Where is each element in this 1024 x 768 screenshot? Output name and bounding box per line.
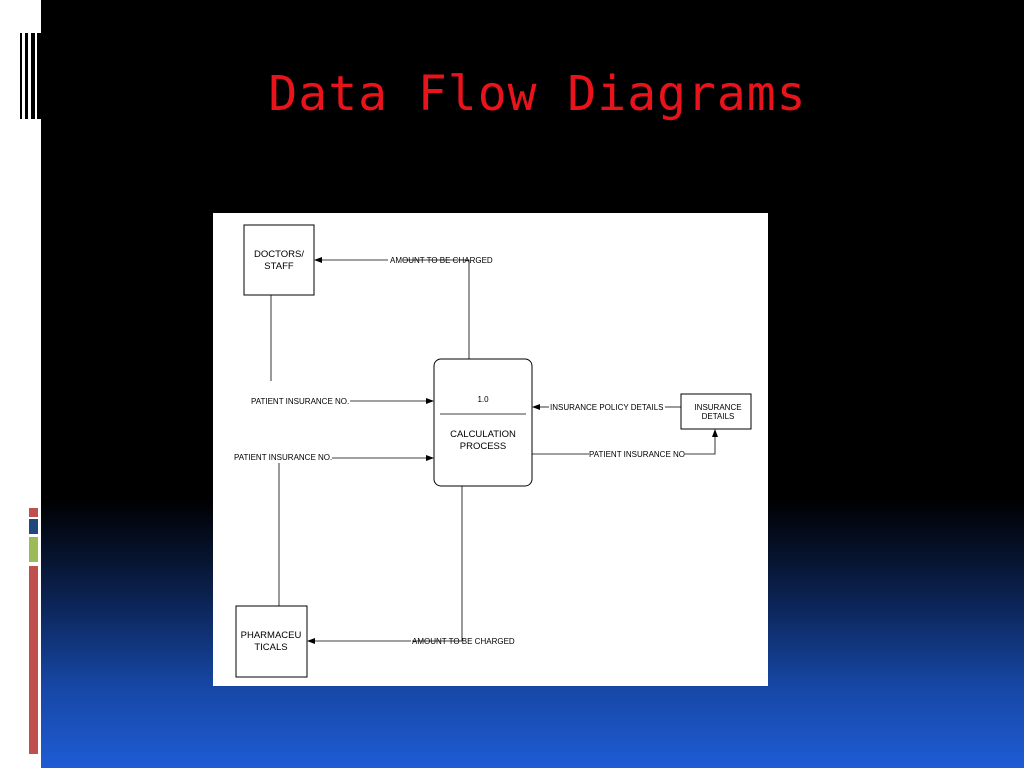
flow-label-patient-ins-2: PATIENT INSURANCE NO. <box>234 453 332 462</box>
entity-pharmaceuticals: PHARMACEU TICALS <box>235 605 308 678</box>
insurance-label-line2: DETAILS <box>702 412 735 421</box>
insurance-label-line1: INSURANCE <box>694 403 741 412</box>
entity-insurance-details: INSURANCE DETAILS <box>680 393 752 430</box>
decorative-lines-icon <box>20 33 41 119</box>
doctors-label-line2: STAFF <box>264 261 294 272</box>
process-label-line1: CALCULATION <box>450 429 516 440</box>
data-flow-diagram: DOCTORS/ STAFF PHARMACEU TICALS INSURANC… <box>213 213 768 686</box>
flow-label-policy-details: INSURANCE POLICY DETAILS <box>550 403 664 412</box>
process-label-line2: PROCESS <box>460 441 506 452</box>
left-accent-strip <box>0 0 41 768</box>
process-number: 1.0 <box>477 395 489 404</box>
flow-patient-ins-from-pharma: PATIENT INSURANCE NO. <box>234 453 434 606</box>
accent-bar-long-red <box>29 566 38 754</box>
flow-amount-to-doctors: AMOUNT TO BE CHARGED <box>314 256 493 359</box>
entity-doctors-staff: DOCTORS/ STAFF <box>243 224 315 296</box>
accent-bar-red <box>29 508 38 517</box>
pharma-label-line1: PHARMACEU <box>241 630 302 641</box>
flow-policy-details: INSURANCE POLICY DETAILS <box>532 403 681 412</box>
process-calculation: 1.0 CALCULATION PROCESS <box>433 358 533 487</box>
doctors-label-line1: DOCTORS/ <box>254 249 304 260</box>
accent-bar-green <box>29 537 38 562</box>
pharma-label-line2: TICALS <box>254 642 287 653</box>
slide-title: Data Flow Diagrams <box>268 66 807 122</box>
flow-label-patient-ins-out: PATIENT INSURANCE NO <box>589 450 685 459</box>
flow-patient-ins-from-doctors: PATIENT INSURANCE NO. <box>251 295 434 406</box>
flow-patient-ins-to-insurance: PATIENT INSURANCE NO <box>532 429 718 459</box>
flow-label-amount-bottom: AMOUNT TO BE CHARGED <box>412 637 515 646</box>
flow-amount-to-pharma: AMOUNT TO BE CHARGED <box>307 486 515 646</box>
flow-label-patient-ins-1: PATIENT INSURANCE NO. <box>251 397 349 406</box>
flow-label-amount-top: AMOUNT TO BE CHARGED <box>390 256 493 265</box>
accent-bar-blue <box>29 519 38 534</box>
